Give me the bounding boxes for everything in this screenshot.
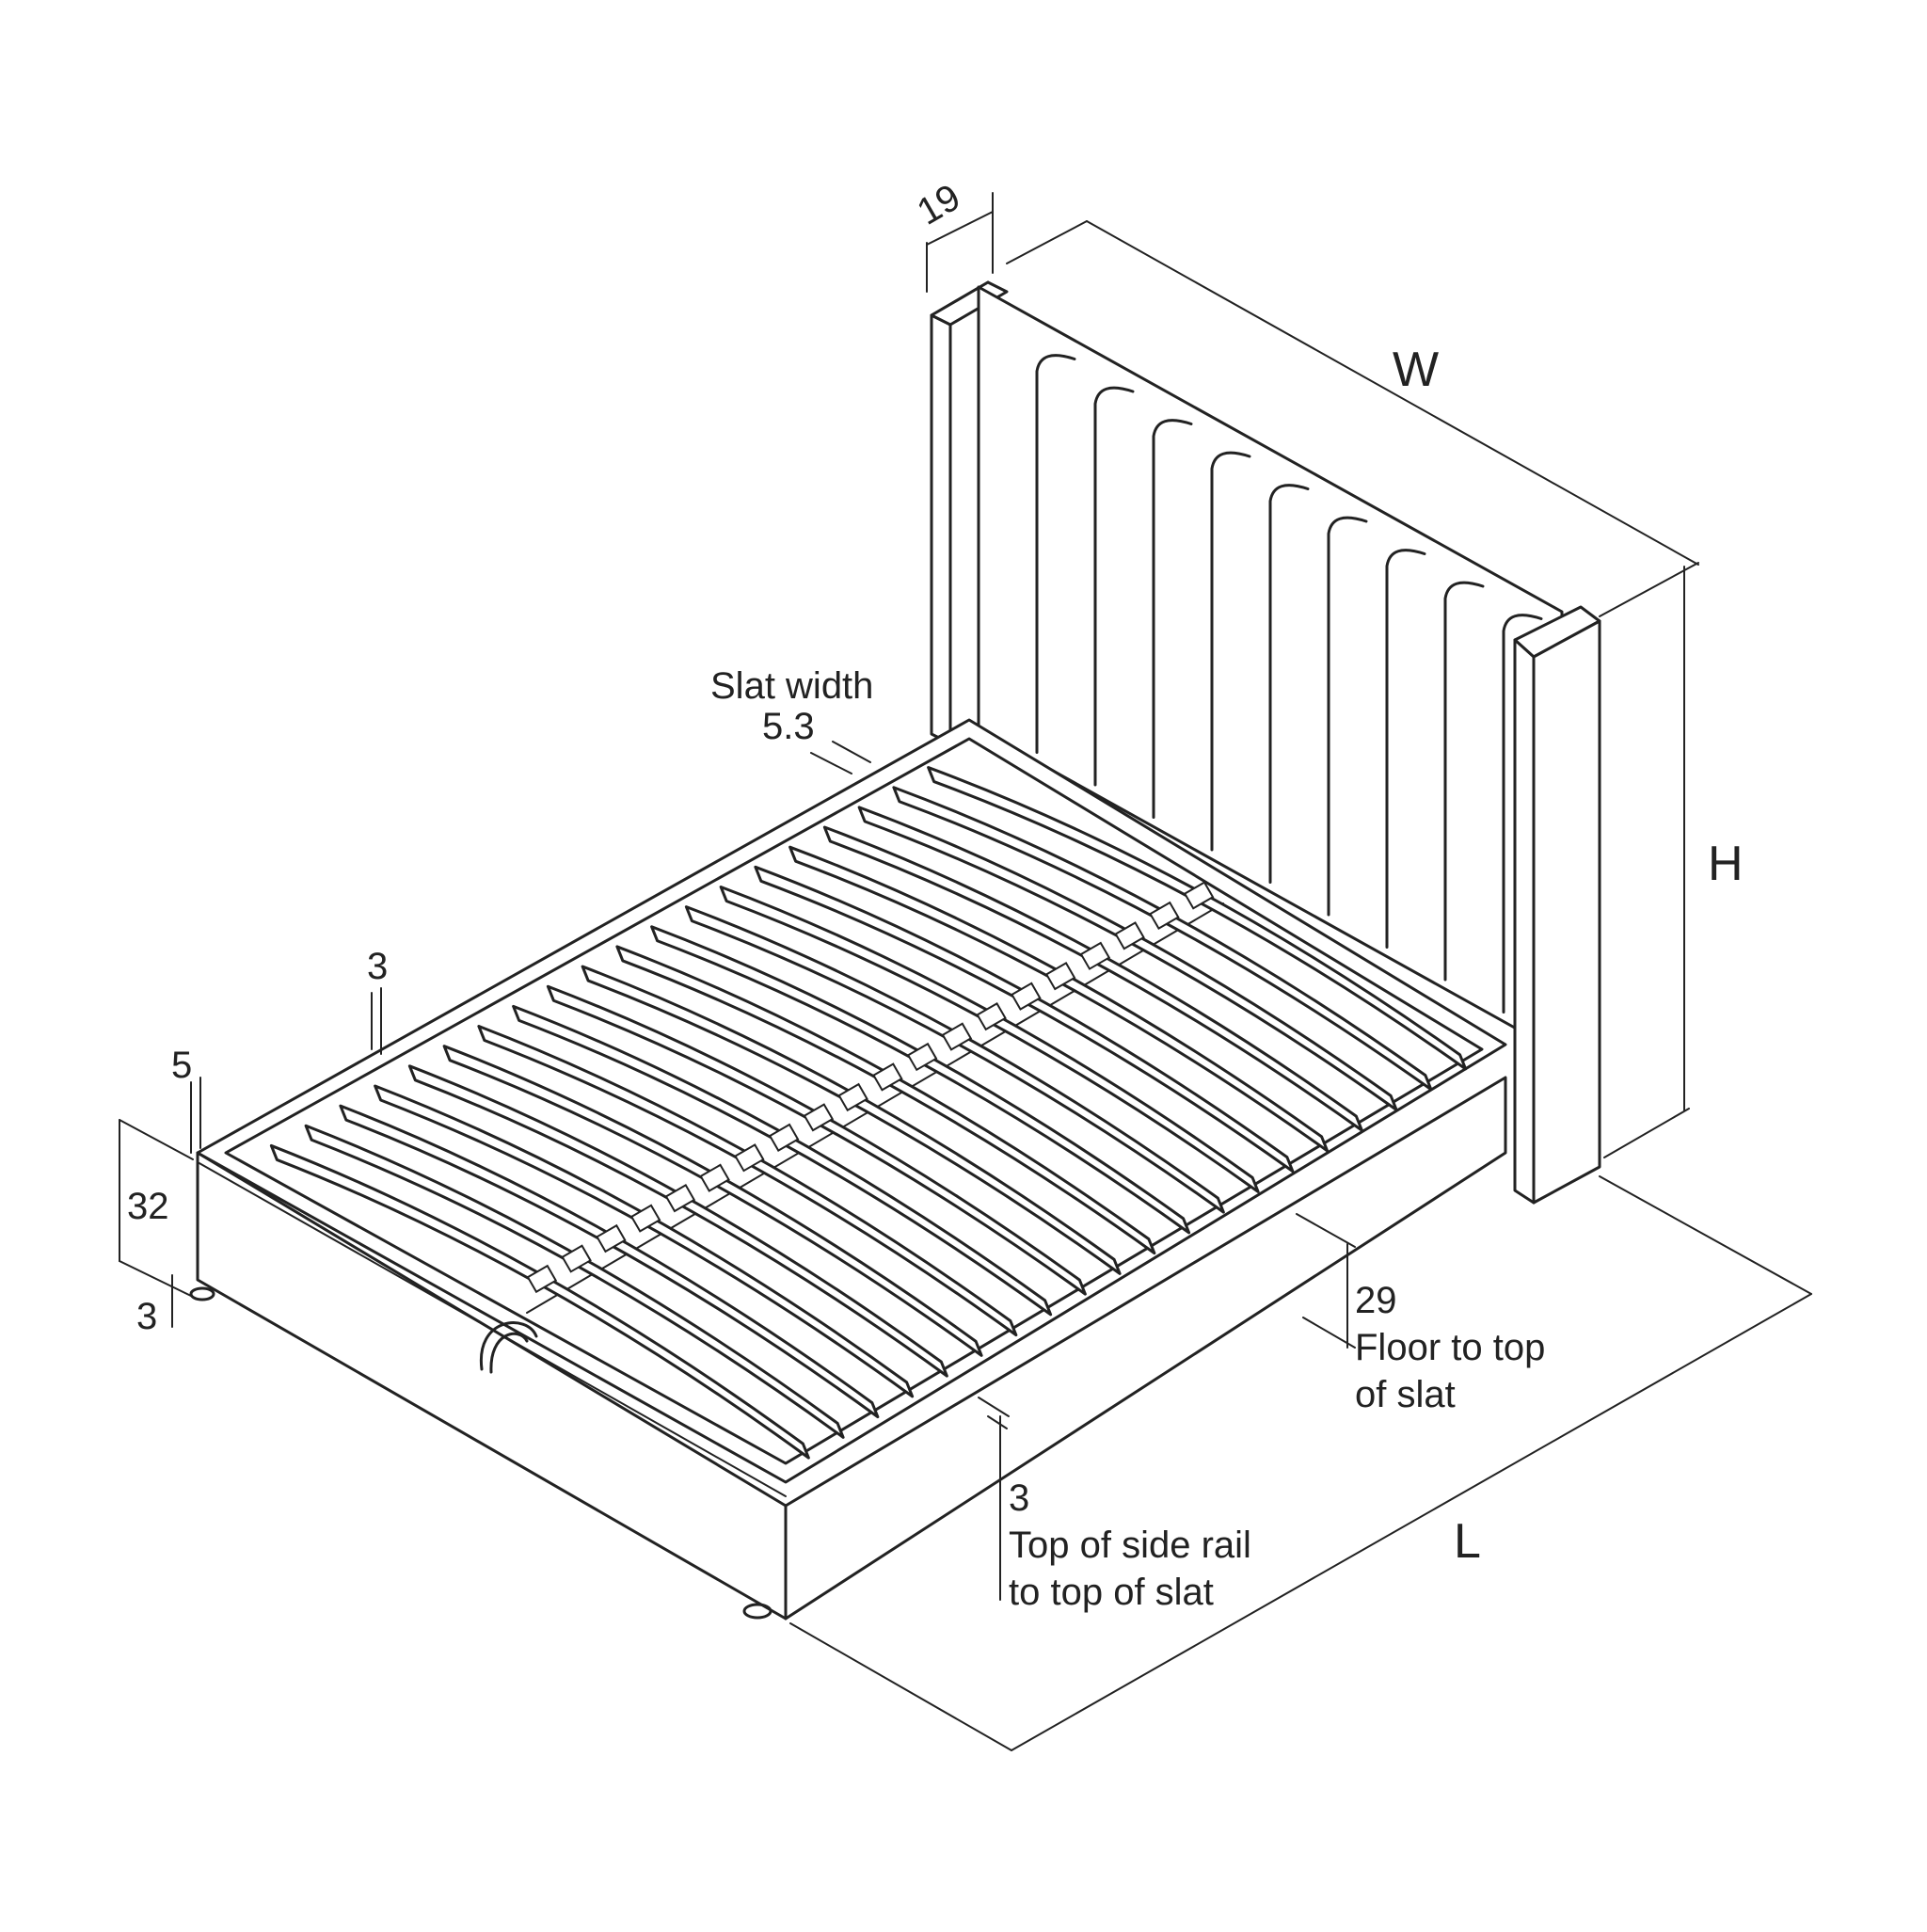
slat-center-clip (1183, 881, 1215, 910)
headboard-channel (1443, 581, 1485, 982)
slat (339, 1104, 880, 1419)
label-slat-width-value: 5.3 (762, 706, 815, 747)
slat (407, 1064, 948, 1378)
slat (857, 806, 1398, 1111)
slat (546, 984, 1087, 1296)
label-slat-width-title: Slat width (710, 665, 873, 707)
label-height: H (1708, 837, 1744, 891)
slat (374, 1084, 915, 1398)
headboard-channel (1093, 386, 1135, 787)
slat-center-clip (664, 1184, 696, 1213)
slat (304, 1124, 845, 1439)
lift-handle (479, 1321, 538, 1374)
slat-center-clip (1114, 921, 1145, 950)
slat (269, 1143, 810, 1460)
slat (477, 1025, 1018, 1337)
slat-center-clip (872, 1062, 903, 1092)
slat-center-clip (629, 1204, 661, 1233)
base-foot-left (189, 1286, 215, 1301)
slat (788, 845, 1330, 1153)
label-floor-to-slat-line2: of slat (1355, 1374, 1456, 1415)
label-floor-to-slat-value: 29 (1355, 1280, 1397, 1321)
slat (615, 945, 1156, 1255)
slat-center-clip (561, 1244, 592, 1273)
slat-center-clip (526, 1264, 558, 1294)
slat-center-clip (596, 1223, 627, 1253)
headboard-channel (1502, 614, 1543, 1014)
headboard-channel (1210, 451, 1251, 852)
label-side-gap: 3 (367, 946, 388, 987)
slat (442, 1045, 983, 1357)
slat (581, 965, 1122, 1275)
headboard-right-wing-face (1532, 619, 1601, 1205)
slat-center-clip (906, 1042, 938, 1072)
headboard-left-wing-front (930, 313, 952, 745)
headboard (930, 280, 1601, 1205)
slat-center-clip (941, 1022, 973, 1051)
label-rail-to-slat-value: 3 (1009, 1477, 1029, 1519)
headboard-right-wing-front (1513, 638, 1536, 1205)
headboard-channel (1385, 549, 1426, 949)
slat-group (269, 766, 1468, 1460)
slat (822, 825, 1363, 1132)
slat (892, 786, 1433, 1092)
label-rail-lip: 5 (171, 1045, 192, 1086)
label-width: W (1393, 343, 1439, 397)
label-length: L (1454, 1514, 1481, 1569)
slat (719, 885, 1260, 1193)
label-floor-to-slat-line1: Floor to top (1355, 1327, 1545, 1368)
slat-center-clip (1149, 901, 1180, 931)
slat-center-clip (734, 1143, 765, 1173)
label-headboard-depth: 19 (911, 176, 968, 232)
slat-center-clip (1079, 941, 1111, 970)
slat-center-clip (699, 1163, 730, 1192)
label-rail-to-slat-line1: Top of side rail (1009, 1525, 1251, 1566)
slat (512, 1004, 1053, 1317)
slat-center-clip (768, 1123, 800, 1152)
dimension-lines (119, 192, 1812, 1751)
headboard-channel (1327, 516, 1368, 917)
slat (927, 766, 1468, 1071)
headboard-channel (1035, 354, 1076, 754)
base-foot-end (196, 1151, 788, 1621)
slat-center-clip (1044, 962, 1076, 991)
headboard-channel (1268, 484, 1310, 884)
slat-center-clip (1011, 982, 1042, 1011)
label-base-height: 32 (127, 1186, 169, 1227)
headboard-channels (1035, 354, 1543, 1014)
headboard-channel (1152, 419, 1193, 819)
slat-center-clip (976, 1001, 1007, 1031)
slat-center-clip (803, 1103, 835, 1132)
slat (650, 925, 1191, 1235)
rail-edge (197, 1161, 787, 1497)
slat-center-clip (837, 1082, 868, 1112)
label-rail-to-slat-line2: to top of slat (1009, 1572, 1214, 1613)
slat (684, 905, 1225, 1214)
base-foot-front (742, 1603, 772, 1620)
label-foot-height: 3 (136, 1296, 157, 1337)
slat (754, 865, 1295, 1174)
